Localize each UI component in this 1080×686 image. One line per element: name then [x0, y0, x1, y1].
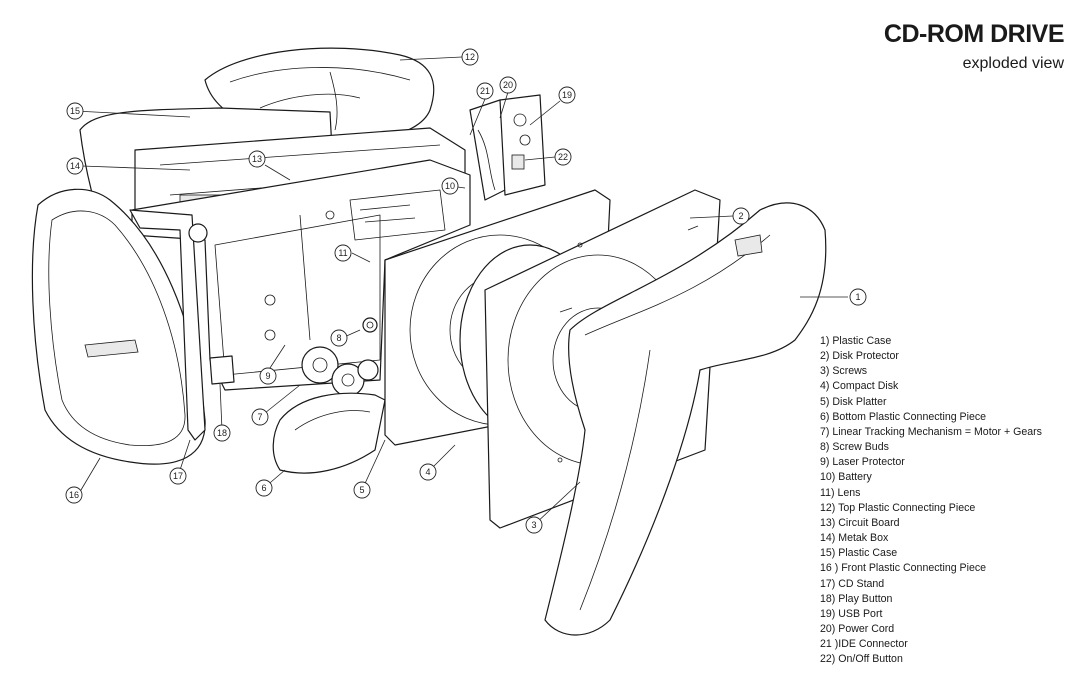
callout-15: 15: [66, 102, 84, 120]
legend-item: 1) Plastic Case: [820, 335, 892, 347]
callout-7: 7: [251, 408, 269, 426]
legend-item: 2) Disk Protector: [820, 350, 899, 363]
legend-item: 19) USB Port: [820, 607, 883, 620]
callout-14: 14: [66, 157, 84, 175]
legend-item: 3) Screws: [820, 365, 868, 378]
callout-1: 1: [849, 288, 867, 306]
callout-3: 3: [525, 516, 543, 534]
legend-item: 4) Compact Disk: [820, 380, 899, 393]
legend-item: 8) Screw Buds: [820, 441, 889, 454]
svg-text:4: 4: [425, 467, 430, 477]
legend-item: 10) Battery: [820, 471, 872, 484]
legend-item: 9) Laser Protector: [820, 456, 905, 469]
callout-11: 11: [334, 244, 352, 262]
legend-item: 17) CD Stand: [820, 577, 885, 590]
legend-item: 14) Metak Box: [820, 532, 889, 545]
legend-item: 7) Linear Tracking Mechanism = Motor + G…: [820, 425, 1042, 438]
legend-item: 20) Power Cord: [820, 622, 895, 635]
legend-item: 21 )IDE Connector: [820, 638, 908, 651]
svg-text:6: 6: [261, 483, 266, 493]
callout-19: 19: [558, 86, 576, 104]
callout-17: 17: [169, 467, 187, 485]
callout-4: 4: [419, 463, 437, 481]
svg-text:17: 17: [173, 471, 183, 481]
part-front-plastic-piece: [31, 188, 206, 465]
svg-text:11: 11: [338, 248, 347, 258]
svg-text:20: 20: [503, 80, 513, 90]
legend-item: 13) Circuit Board: [820, 516, 900, 529]
svg-text:15: 15: [70, 106, 80, 116]
part-chassis: [131, 159, 471, 391]
svg-text:3: 3: [531, 520, 536, 530]
part-play-button: [209, 355, 235, 385]
part-screw-buds: [362, 317, 378, 333]
diagram-subtitle: exploded view: [962, 55, 1064, 72]
parts-legend: 1) Plastic Case 2) Disk Protector 3) Scr…: [820, 334, 1042, 667]
legend-item: 6) Bottom Plastic Connecting Piece: [820, 410, 987, 423]
callout-5: 5: [353, 481, 371, 499]
leader-lines: [74, 56, 848, 526]
svg-text:18: 18: [217, 428, 227, 438]
callout-2: 2: [732, 207, 750, 225]
part-bottom-plastic-piece: [272, 392, 386, 474]
legend-item: 5) Disk Platter: [820, 395, 887, 408]
legend-item: 18) Play Button: [820, 592, 893, 605]
callout-6: 6: [255, 479, 273, 497]
svg-text:14: 14: [70, 161, 80, 171]
callout-13: 13: [248, 150, 266, 168]
callout-8: 8: [330, 329, 348, 347]
svg-text:2: 2: [738, 211, 743, 221]
svg-text:9: 9: [265, 371, 270, 381]
svg-text:12: 12: [465, 52, 475, 62]
callout-22: 22: [554, 148, 572, 166]
legend-item: 11) Lens: [820, 486, 861, 499]
svg-text:21: 21: [480, 86, 490, 96]
part-plastic-case: [544, 202, 827, 636]
svg-text:16: 16: [69, 490, 79, 500]
callout-21: 21: [476, 82, 494, 100]
svg-text:5: 5: [359, 485, 364, 495]
callout-12: 12: [461, 48, 479, 66]
svg-text:1: 1: [855, 292, 860, 302]
callout-20: 20: [499, 76, 517, 94]
callout-18: 18: [213, 424, 231, 442]
legend-item: 12) Top Plastic Connecting Piece: [820, 501, 976, 514]
diagram-title: CD-ROM DRIVE: [883, 20, 1065, 48]
legend-item: 16 ) Front Plastic Connecting Piece: [820, 562, 987, 575]
svg-text:19: 19: [562, 90, 572, 100]
svg-text:10: 10: [445, 181, 455, 191]
callout-9: 9: [259, 367, 277, 385]
svg-text:22: 22: [558, 152, 568, 162]
legend-item: 22) On/Off Button: [820, 653, 903, 666]
svg-text:7: 7: [257, 412, 262, 422]
callout-16: 16: [65, 486, 83, 504]
callout-10: 10: [441, 177, 459, 195]
legend-item: 15) Plastic Case: [820, 547, 898, 560]
part-cd-stand: [129, 209, 208, 441]
part-back-panel: [469, 94, 546, 201]
svg-text:8: 8: [336, 333, 341, 343]
svg-text:13: 13: [252, 154, 262, 164]
